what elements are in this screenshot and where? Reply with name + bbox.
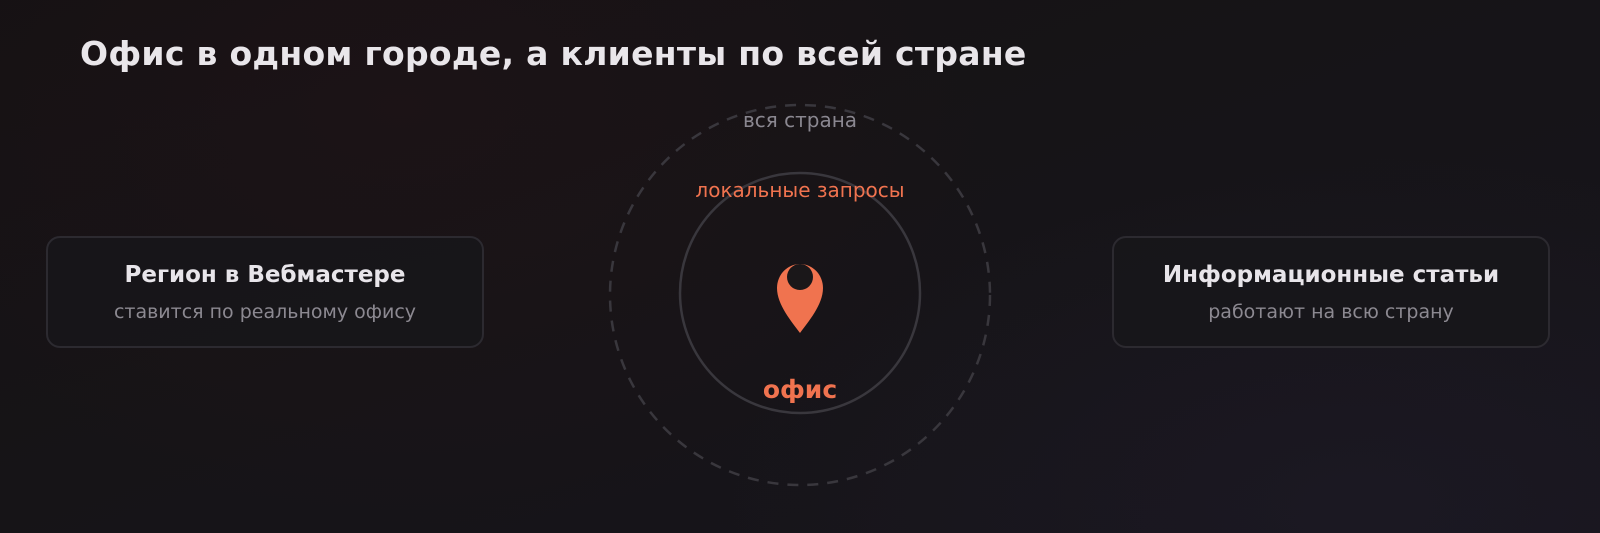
office-label: офис [762,375,838,404]
region-card-title: Регион в Вебмастере [124,262,406,288]
articles-card-title: Информационные статьи [1162,262,1500,288]
articles-card: Информационные статьи работают на всю ст… [1112,236,1550,348]
page-title: Офис в одном городе, а клиенты по всей с… [80,34,1027,73]
region-card-subtitle: ставится по реальному офису [113,301,417,323]
inner-ring-label: локальные запросы [695,178,905,202]
map-pin-icon [777,264,823,333]
articles-card-subtitle: работают на всю страну [1208,301,1454,323]
region-card: Регион в Вебмастере ставится по реальном… [46,236,484,348]
outer-ring-label: вся страна [742,108,858,132]
outer-ring [608,103,992,487]
